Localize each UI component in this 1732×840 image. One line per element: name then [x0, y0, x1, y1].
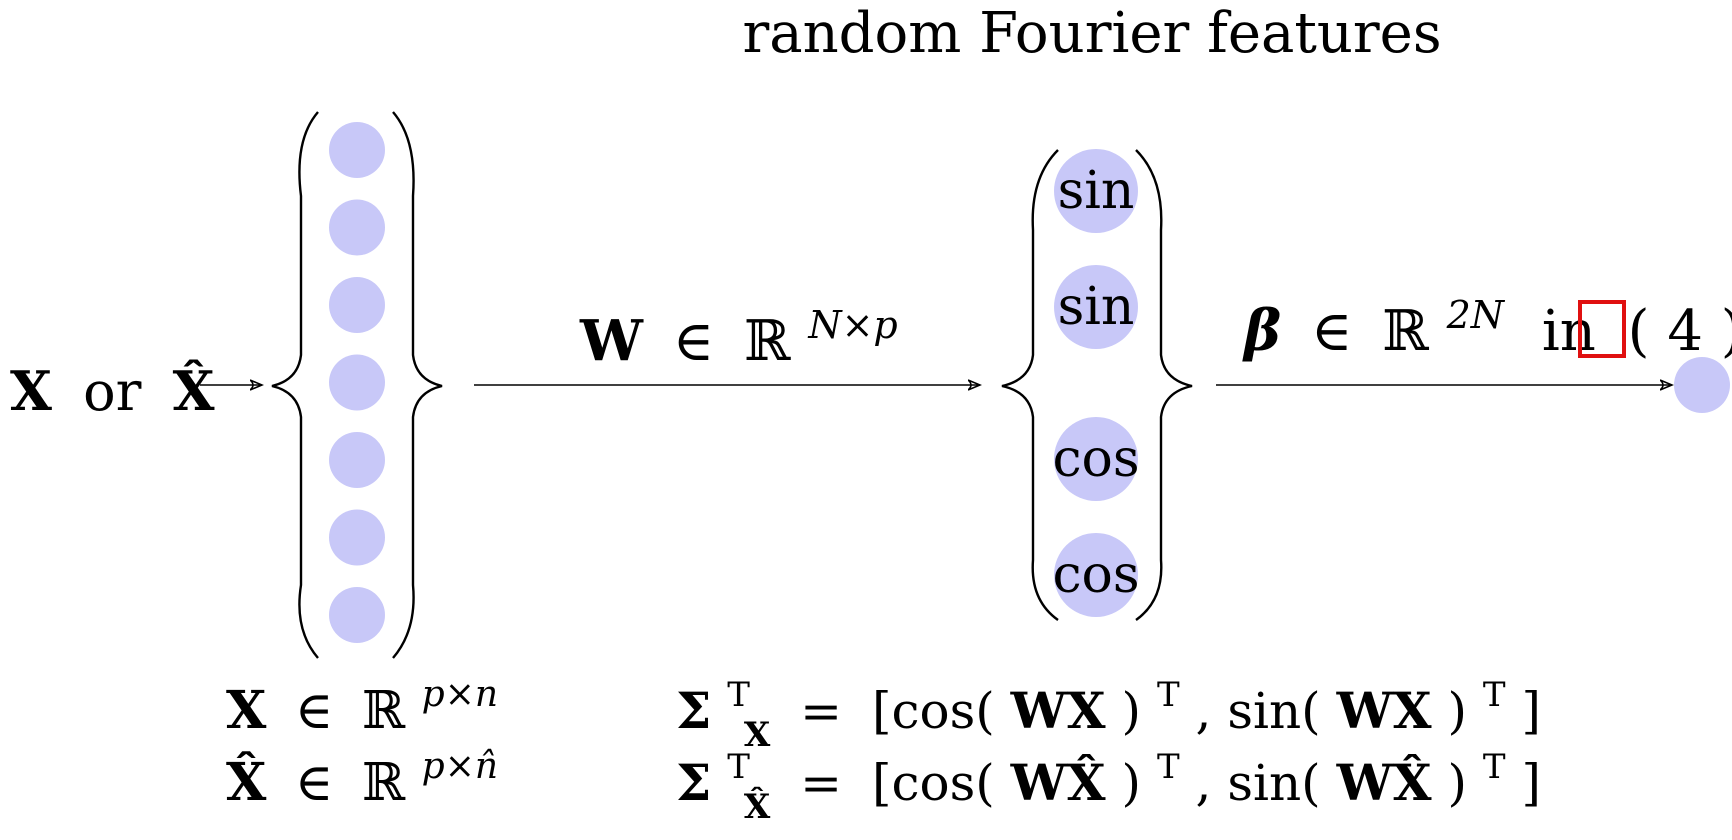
- weights-exponent: N×p: [807, 303, 897, 347]
- eq-x-def: X ∈ ℝ p×n: [226, 674, 498, 741]
- eq-sigma-x-sym: Σ: [676, 681, 711, 740]
- eq-sigma-x-rhs-i: ]: [1521, 682, 1541, 740]
- eq-xhat-exp: p×n̂: [422, 746, 498, 787]
- output-word-in: in: [1542, 299, 1596, 364]
- eq-sigma-xhat-rhs-i: ]: [1521, 754, 1541, 812]
- eq-sigma-xhat-rhs-c: ): [1122, 754, 1142, 812]
- eq-sigma-xhat-rhs-a: [cos(: [872, 754, 995, 812]
- input-node: [329, 509, 385, 566]
- eq-x-sym: X: [226, 680, 267, 741]
- eq-sigma-xhat-sub: X̂: [744, 786, 771, 827]
- eq-sigma-x-sup: T: [727, 675, 750, 715]
- eq-sigma-x-rhs-h: T: [1483, 675, 1506, 715]
- eq-xhat-sym: X̂: [226, 752, 267, 813]
- output-paren-close: ): [1721, 299, 1732, 364]
- eq-xhat-def: X̂ ∈ ℝ p×n̂: [226, 746, 498, 813]
- input-right-brace: [392, 111, 443, 659]
- eq-sigma-x-rhs-g: ): [1447, 682, 1467, 740]
- feature-node-label: sin: [1058, 277, 1135, 337]
- feature-node-cos: cos: [1052, 417, 1140, 501]
- eq-sigma-x-sub: X: [744, 715, 771, 755]
- eq-sigma-x: Σ T X = [cos( WX ) T , sin( WX ) T ]: [676, 660, 1541, 758]
- eq-sigma-xhat-rhs-g: ): [1447, 754, 1467, 812]
- feature-node-circle: [1054, 417, 1138, 501]
- eq-sigma-x-rhs-c: ): [1122, 682, 1142, 740]
- input-x: X: [10, 359, 52, 423]
- feature-node-circle: [1054, 265, 1138, 349]
- input-xhat: X̂: [173, 359, 215, 423]
- output-symbol: β: [1242, 298, 1281, 364]
- eq-sigma-x-eq: =: [800, 682, 842, 740]
- input-node: [329, 587, 385, 643]
- feature-node-label: sin: [1058, 161, 1135, 221]
- output-label: β ∈ ℝ 2N in ( 4 ): [1242, 277, 1732, 364]
- input-node: [329, 199, 385, 256]
- eq-x-space: ℝ: [362, 681, 406, 741]
- eq-sigma-x-rhs-a: [cos(: [872, 682, 995, 740]
- eq-sigma-xhat-sym: Σ: [676, 753, 711, 812]
- weights-symbol: W: [579, 308, 644, 374]
- eq-sigma-xhat-rhs-h: T: [1483, 747, 1506, 787]
- output-in-symbol: ∈: [1311, 299, 1352, 364]
- eq-sigma-xhat-eq: =: [800, 754, 842, 812]
- weights-label: W ∈ ℝ N×p: [579, 303, 898, 374]
- feature-node-label: cos: [1052, 429, 1139, 489]
- feature-node-sin: sin: [1054, 149, 1138, 233]
- input-node: [329, 122, 385, 178]
- eq-sigma-xhat-sup: T: [727, 747, 750, 787]
- output-node: [1674, 357, 1730, 413]
- eq-x-exp: p×n: [422, 674, 498, 715]
- feature-nodes: sin sin cos cos: [1052, 149, 1140, 617]
- input-node: [329, 432, 385, 488]
- eq-xhat-in: ∈: [295, 753, 334, 813]
- feature-node-circle: [1054, 149, 1138, 233]
- eq-sigma-x-rhs-f: WX: [1336, 681, 1432, 740]
- weights-in: ∈: [673, 309, 714, 374]
- eq-sigma-xhat-rhs-b: WX̂: [1010, 753, 1106, 812]
- feature-node-circle: [1054, 533, 1138, 617]
- reference-link-box[interactable]: [1578, 300, 1626, 358]
- output-exponent: 2N: [1446, 293, 1506, 337]
- eq-sigma-x-rhs-b: WX: [1010, 681, 1106, 740]
- eq-sigma-x-rhs-d: T: [1157, 675, 1180, 715]
- input-label: X or X̂: [10, 359, 215, 423]
- eq-sigma-xhat-rhs-f: WX̂: [1336, 753, 1432, 812]
- input-nodes: [329, 122, 385, 643]
- eq-xhat-space: ℝ: [362, 753, 406, 813]
- input-layer: [271, 111, 443, 659]
- output-paren-open: (: [1628, 299, 1650, 364]
- feature-node-sin: sin: [1054, 265, 1138, 349]
- eq-sigma-xhat: Σ T X̂ = [cos( WX̂ ) T , sin( WX̂ ) T ]: [676, 732, 1541, 830]
- feature-left-brace: [1001, 149, 1059, 621]
- feature-node-cos: cos: [1052, 533, 1140, 617]
- diagram-title: random Fourier features: [742, 1, 1441, 66]
- eq-sigma-x-rhs-e: , sin(: [1196, 682, 1321, 740]
- input-left-brace: [271, 111, 319, 659]
- feature-layer: sin sin cos cos: [1001, 149, 1193, 621]
- weights-space: ℝ: [744, 309, 792, 374]
- eq-x-in: ∈: [295, 681, 334, 741]
- input-or: or: [83, 360, 142, 423]
- input-node: [329, 354, 385, 411]
- svg-text:X or X̂: X or X̂: [10, 359, 215, 423]
- eq-sigma-xhat-rhs-d: T: [1157, 747, 1180, 787]
- feature-node-label: cos: [1052, 545, 1139, 605]
- output-space: ℝ: [1382, 299, 1430, 364]
- eq-sigma-xhat-rhs-e: , sin(: [1196, 754, 1321, 812]
- output-ref-number[interactable]: 4: [1667, 299, 1703, 364]
- feature-right-brace: [1135, 149, 1193, 621]
- input-node: [329, 277, 385, 333]
